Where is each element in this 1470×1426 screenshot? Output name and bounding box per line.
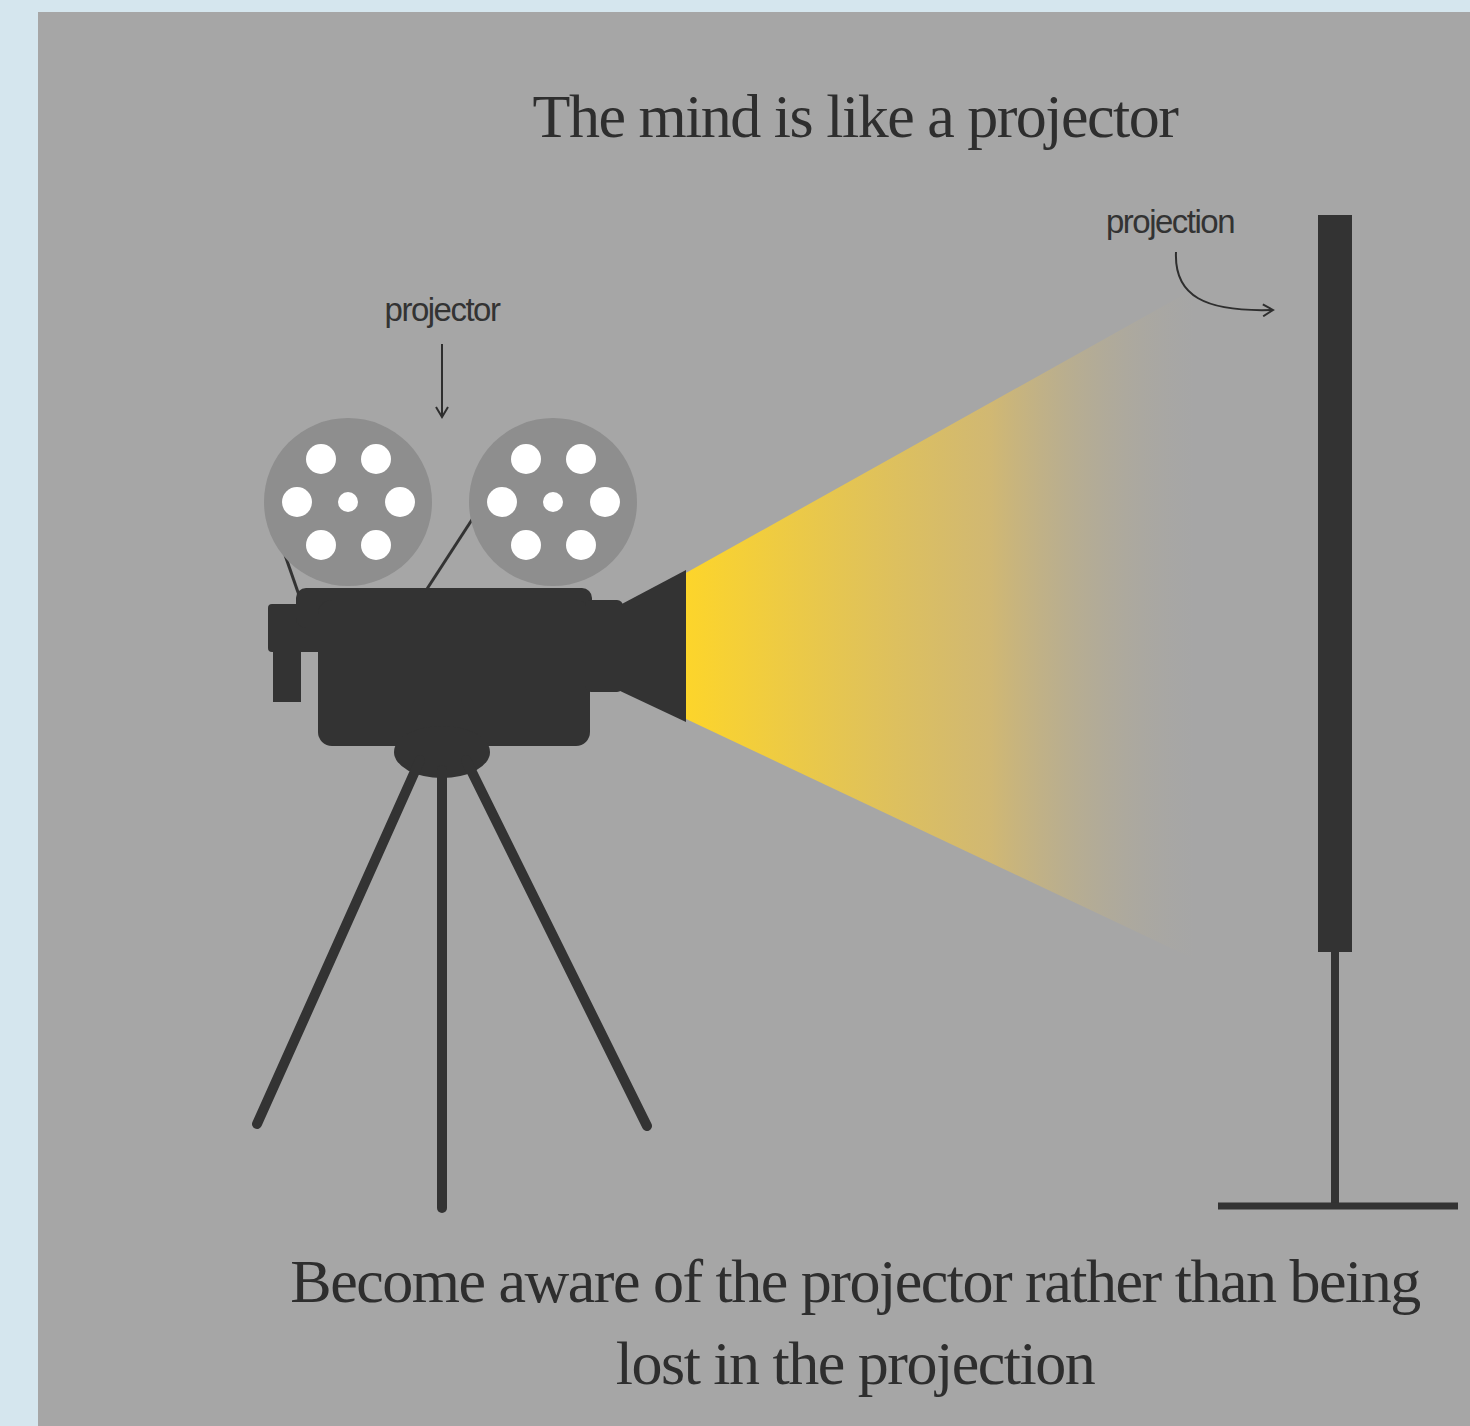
projector-body	[268, 570, 686, 778]
tripod	[257, 760, 647, 1208]
film-strip	[425, 515, 475, 592]
part-label: projector	[300, 290, 584, 330]
diagram-caption: Become aware of the projector rather tha…	[250, 1240, 1460, 1404]
diagram-title: The mind is like a projector	[300, 76, 1410, 156]
film-reel	[264, 418, 432, 586]
light-beam	[684, 290, 1192, 958]
leader-arrow	[1176, 252, 1272, 310]
part-label: projection	[1040, 202, 1300, 242]
film-reel	[469, 418, 637, 586]
leader-arrow	[441, 344, 443, 416]
projection-screen	[1218, 215, 1458, 1206]
